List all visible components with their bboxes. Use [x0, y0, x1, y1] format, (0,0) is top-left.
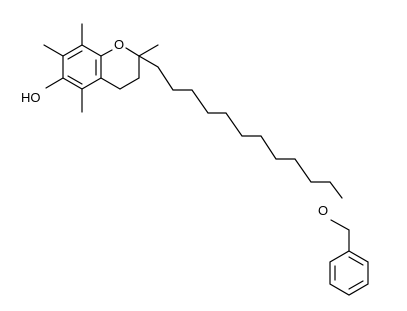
bond-ar-1	[62, 44, 83, 57]
bond-c4-ar	[100, 77, 121, 90]
phenyl-double-1	[348, 256, 364, 266]
aromatic-methyls	[43, 23, 83, 113]
benzyl-linker	[330, 219, 350, 252]
bond-c-oh	[45, 77, 64, 89]
bond-o-c2	[125, 47, 140, 57]
hydroxyl-label: HO	[21, 90, 41, 105]
bond-ar-double-1	[67, 50, 83, 60]
bond-ar-2	[81, 44, 102, 57]
pyran-ring	[100, 47, 140, 90]
methyl-left	[43, 44, 64, 57]
phenyl-outer	[329, 250, 369, 296]
bond-ar-double-3	[67, 75, 83, 85]
chain-oxygen-label: O	[318, 203, 328, 218]
c2-methyl	[138, 44, 159, 57]
ring-oxygen-label: O	[114, 37, 124, 52]
bond-ar-4	[81, 77, 102, 90]
bond-ar-5	[62, 77, 83, 90]
alkyl-chain	[138, 55, 343, 199]
bond-c3-c4	[119, 77, 140, 90]
phenyl-ring	[329, 250, 369, 296]
aromatic-ring	[62, 44, 102, 90]
bond-ar-o	[100, 49, 113, 57]
phenyl-double-2	[348, 280, 364, 290]
